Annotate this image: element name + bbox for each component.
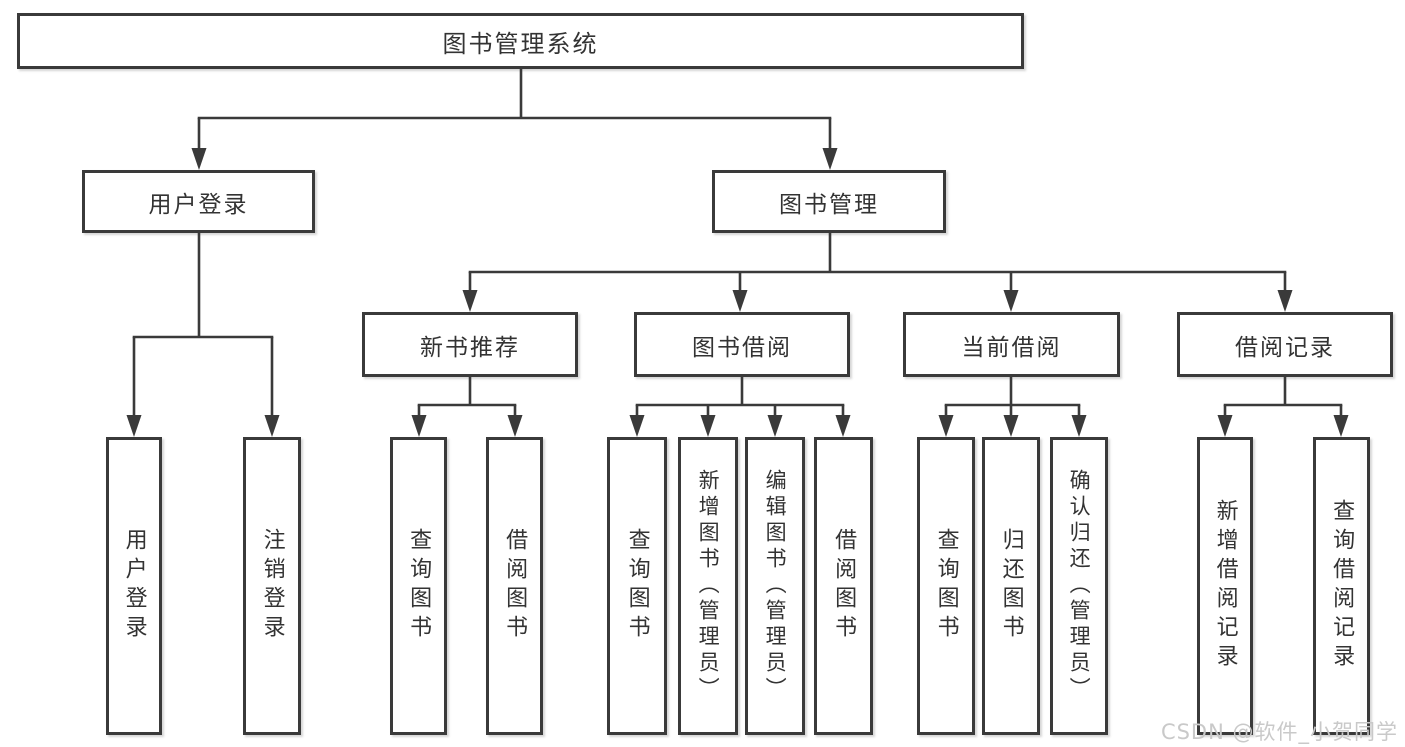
- leaf-query-books-borrow-label: 查询图书: [624, 528, 650, 644]
- leaf-add-borrow-record: 新增借阅记录: [1197, 437, 1253, 735]
- leaf-query-books-recommend: 查询图书: [390, 437, 447, 735]
- leaf-add-borrow-record-label: 新增借阅记录: [1212, 499, 1238, 673]
- connector-book-mgmt-to-level3: [462, 233, 1293, 312]
- node-root-system: 图书管理系统: [17, 13, 1024, 69]
- node-book-management-label: 图书管理: [779, 191, 879, 218]
- node-new-book-recommend: 新书推荐: [362, 312, 578, 377]
- connector-root-to-level2: [191, 69, 838, 170]
- leaf-query-borrow-record: 查询借阅记录: [1313, 437, 1370, 735]
- node-new-book-recommend-label: 新书推荐: [420, 334, 520, 361]
- leaf-return-books: 归还图书: [982, 437, 1040, 735]
- connector-borrow-records-branch: [1217, 377, 1349, 437]
- node-current-borrow-label: 当前借阅: [961, 334, 1062, 361]
- node-book-management: 图书管理: [712, 170, 946, 233]
- leaf-borrow-books: 借阅图书: [814, 437, 873, 735]
- node-current-borrow: 当前借阅: [903, 312, 1120, 377]
- leaf-add-books-admin: 新增图书（管理员）: [678, 437, 738, 735]
- leaf-query-books-recommend-label: 查询图书: [406, 528, 432, 644]
- node-borrow-records: 借阅记录: [1177, 312, 1393, 377]
- leaf-query-borrow-record-label: 查询借阅记录: [1329, 499, 1355, 673]
- leaf-borrow-books-recommend: 借阅图书: [486, 437, 543, 735]
- leaf-logout: 注销登录: [243, 437, 301, 735]
- leaf-user-login-label: 用户登录: [121, 528, 147, 644]
- node-root-label: 图书管理系统: [442, 29, 599, 58]
- node-book-borrow: 图书借阅: [634, 312, 850, 377]
- leaf-borrow-books-label: 借阅图书: [831, 528, 857, 644]
- connector-user-login-branch: [126, 233, 280, 437]
- node-user-login: 用户登录: [82, 170, 315, 233]
- leaf-query-books-current: 查询图书: [917, 437, 975, 735]
- leaf-user-login: 用户登录: [106, 437, 162, 735]
- connector-current-borrow-branch: [938, 377, 1087, 437]
- leaf-query-books-borrow: 查询图书: [607, 437, 667, 735]
- connector-book-borrow-branch: [629, 377, 851, 437]
- leaf-edit-books-admin: 编辑图书（管理员）: [745, 437, 805, 735]
- connector-new-books-branch: [411, 377, 523, 437]
- watermark: CSDN @软件_小贺同学: [1160, 720, 1398, 744]
- node-borrow-records-label: 借阅记录: [1235, 334, 1335, 361]
- leaf-confirm-return-admin: 确认归还（管理员）: [1050, 437, 1108, 735]
- leaf-add-books-admin-label: 新增图书（管理员）: [696, 469, 721, 703]
- node-book-borrow-label: 图书借阅: [692, 334, 792, 361]
- leaf-edit-books-admin-label: 编辑图书（管理员）: [763, 469, 788, 703]
- leaf-return-books-label: 归还图书: [998, 528, 1024, 644]
- leaf-query-books-current-label: 查询图书: [933, 528, 959, 644]
- node-user-login-label: 用户登录: [148, 191, 249, 218]
- leaf-borrow-books-recommend-label: 借阅图书: [502, 528, 528, 644]
- leaf-logout-label: 注销登录: [259, 528, 285, 644]
- leaf-confirm-return-admin-label: 确认归还（管理员）: [1067, 469, 1092, 703]
